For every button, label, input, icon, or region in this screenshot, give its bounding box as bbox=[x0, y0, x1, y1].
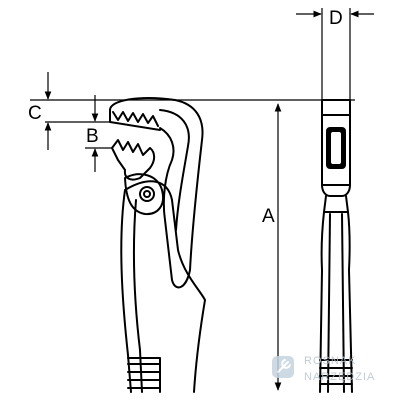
wrench-jaw-inner bbox=[159, 109, 190, 231]
front-rails bbox=[327, 213, 345, 393]
wrench-handle-groove bbox=[132, 199, 143, 393]
front-head bbox=[321, 99, 351, 197]
front-neck bbox=[319, 195, 353, 393]
wrench-lower-jaw bbox=[111, 139, 156, 181]
watermark-line2: NARZĘDZIA bbox=[304, 371, 375, 383]
dim-label-c: C bbox=[28, 103, 42, 124]
wrench-front-view bbox=[319, 99, 353, 393]
dim-label-a: A bbox=[262, 206, 275, 227]
wrench-nut-housing bbox=[124, 173, 164, 216]
dim-label-d: D bbox=[329, 8, 343, 29]
watermark-line1: ROSNAK bbox=[304, 355, 356, 367]
wrench-upper-teeth bbox=[112, 111, 159, 127]
wrench-handle bbox=[120, 180, 206, 393]
wrench-rivet bbox=[139, 186, 155, 202]
dim-label-b: B bbox=[86, 126, 99, 147]
wrench-logo-icon bbox=[272, 356, 294, 378]
watermark: ROSNAK NARZĘDZIA bbox=[272, 355, 375, 383]
wrench-thread-end bbox=[127, 357, 161, 393]
wrench-side-view bbox=[109, 97, 206, 393]
dimension-lines bbox=[30, 8, 374, 391]
